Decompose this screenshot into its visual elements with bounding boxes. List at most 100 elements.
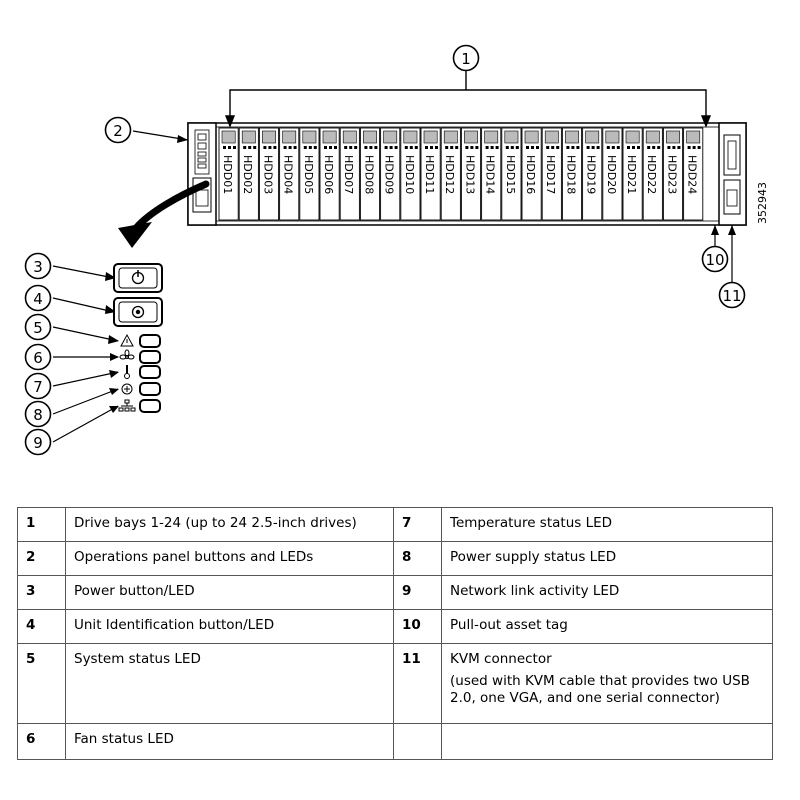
drive-bay-label: HDD21: [625, 155, 638, 194]
callout-10: 10: [701, 245, 729, 273]
legend-row: 4 Unit Identification button/LED 10 Pull-ou…: [17, 609, 773, 644]
drive-bay: HDD01: [218, 127, 239, 221]
drive-bay: HDD06: [319, 127, 340, 221]
callout-number: 1: [461, 50, 471, 68]
drive-bay-label: HDD14: [484, 155, 497, 194]
drive-bay: HDD15: [501, 127, 522, 221]
power-button-zoom: [113, 263, 163, 293]
legend-number: 10: [402, 617, 421, 633]
drive-bay: HDD11: [420, 127, 441, 221]
drive-bay-label: HDD24: [686, 155, 699, 194]
legend-number: 4: [26, 617, 36, 633]
status-led: [118, 399, 161, 413]
unit-id-button-zoom: [113, 297, 163, 327]
callout-number: 2: [113, 122, 123, 140]
drive-bay-label: HDD11: [423, 155, 436, 194]
legend-row: 1 Drive bays 1-24 (up to 24 2.5-inch driv…: [17, 507, 773, 542]
drive-bay-label: HDD17: [544, 155, 557, 194]
callout-number: 10: [705, 251, 724, 269]
zoom-arrowhead: [118, 222, 152, 248]
drive-bay: HDD05: [299, 127, 320, 221]
drive-bay: HDD02: [238, 127, 259, 221]
drive-bay-label: HDD06: [322, 155, 335, 194]
callout-1: 1: [452, 44, 480, 72]
drive-bay-label: HDD02: [241, 155, 254, 194]
drive-bay-bracket: [224, 71, 712, 128]
unit-id-icon: [131, 305, 145, 319]
power-supply-icon: [121, 383, 133, 395]
status-led: [119, 349, 161, 364]
drive-bay-label: HDD09: [383, 155, 396, 194]
drive-bay: HDD20: [602, 127, 623, 221]
legend-description: Unit Identification button/LED: [74, 617, 275, 633]
drive-bay-label: HDD18: [564, 155, 577, 194]
callout-number: 4: [33, 290, 43, 308]
drive-bay: HDD24: [683, 127, 704, 221]
legend-description: KVM connector: [450, 651, 552, 667]
status-led: [120, 333, 161, 348]
figure-id: 352943: [756, 182, 769, 224]
drive-bay-label: HDD04: [282, 155, 295, 194]
legend-description: Power supply status LED: [450, 549, 617, 565]
legend-description: System status LED: [74, 651, 201, 667]
drive-bay-label: HDD01: [221, 155, 234, 194]
fan-icon: [119, 349, 135, 360]
network-icon: [118, 399, 136, 412]
legend-description: Power button/LED: [74, 583, 195, 599]
leader-arrowheads: [105, 135, 736, 413]
zoom-arrow: [132, 180, 210, 232]
drive-bay-label: HDD23: [665, 155, 678, 194]
warning-icon: [120, 333, 134, 347]
drive-bay: HDD14: [481, 127, 502, 221]
callout-number: 11: [722, 287, 741, 305]
drive-bay-label: HDD22: [645, 155, 658, 194]
legend-number: 2: [26, 549, 36, 565]
callout-9: 9: [24, 428, 52, 456]
drive-bay: HDD22: [642, 127, 663, 221]
legend-description: Drive bays 1-24 (up to 24 2.5-inch drive…: [74, 515, 357, 531]
drive-bay: HDD10: [400, 127, 421, 221]
drive-bay: HDD18: [561, 127, 583, 221]
drive-bay-label: HDD15: [504, 155, 517, 194]
legend-description: Network link activity LED: [450, 583, 620, 599]
callout-number: 7: [33, 378, 43, 396]
drive-bay-label: HDD12: [443, 155, 456, 194]
legend-number: 11: [402, 651, 421, 667]
callout-number: 9: [33, 434, 43, 452]
drive-bay: HDD23: [662, 127, 684, 221]
drive-bay: HDD07: [339, 127, 360, 221]
legend-number: 5: [26, 651, 36, 667]
drive-bay: HDD21: [622, 127, 643, 221]
drive-bay: HDD13: [460, 127, 482, 221]
legend-number: 8: [402, 549, 412, 565]
callout-number: 8: [33, 406, 43, 424]
drive-bay-label: HDD19: [585, 155, 598, 194]
drive-bay: HDD19: [582, 127, 603, 221]
callout-5: 5: [24, 313, 52, 341]
status-led-column: [118, 333, 161, 413]
legend-number: 1: [26, 515, 36, 531]
drive-bay: HDD09: [380, 127, 401, 221]
ops-panel-small: [194, 129, 210, 175]
drive-bay: HDD12: [440, 127, 461, 221]
drive-bay: HDD03: [258, 127, 280, 221]
drive-bay: HDD16: [521, 127, 542, 221]
callout-6: 6: [24, 343, 52, 371]
thermometer-icon: [124, 365, 130, 379]
callout-3: 3: [24, 252, 52, 280]
callout-markers: 1 2 3 4 56 7 8 9 10 11: [24, 44, 746, 456]
legend-description: Pull-out asset tag: [450, 617, 568, 633]
drive-bay-label: HDD05: [302, 155, 315, 194]
callout-2: 2: [104, 116, 132, 144]
callout-4: 4: [24, 284, 52, 312]
status-led: [124, 365, 161, 379]
drive-bay-label: HDD07: [342, 155, 355, 194]
legend-table: 1 Drive bays 1-24 (up to 24 2.5-inch driv…: [17, 507, 773, 760]
callout-number: 3: [33, 258, 43, 276]
callout-8: 8: [24, 400, 52, 428]
drive-bay-label: HDD13: [463, 155, 476, 194]
